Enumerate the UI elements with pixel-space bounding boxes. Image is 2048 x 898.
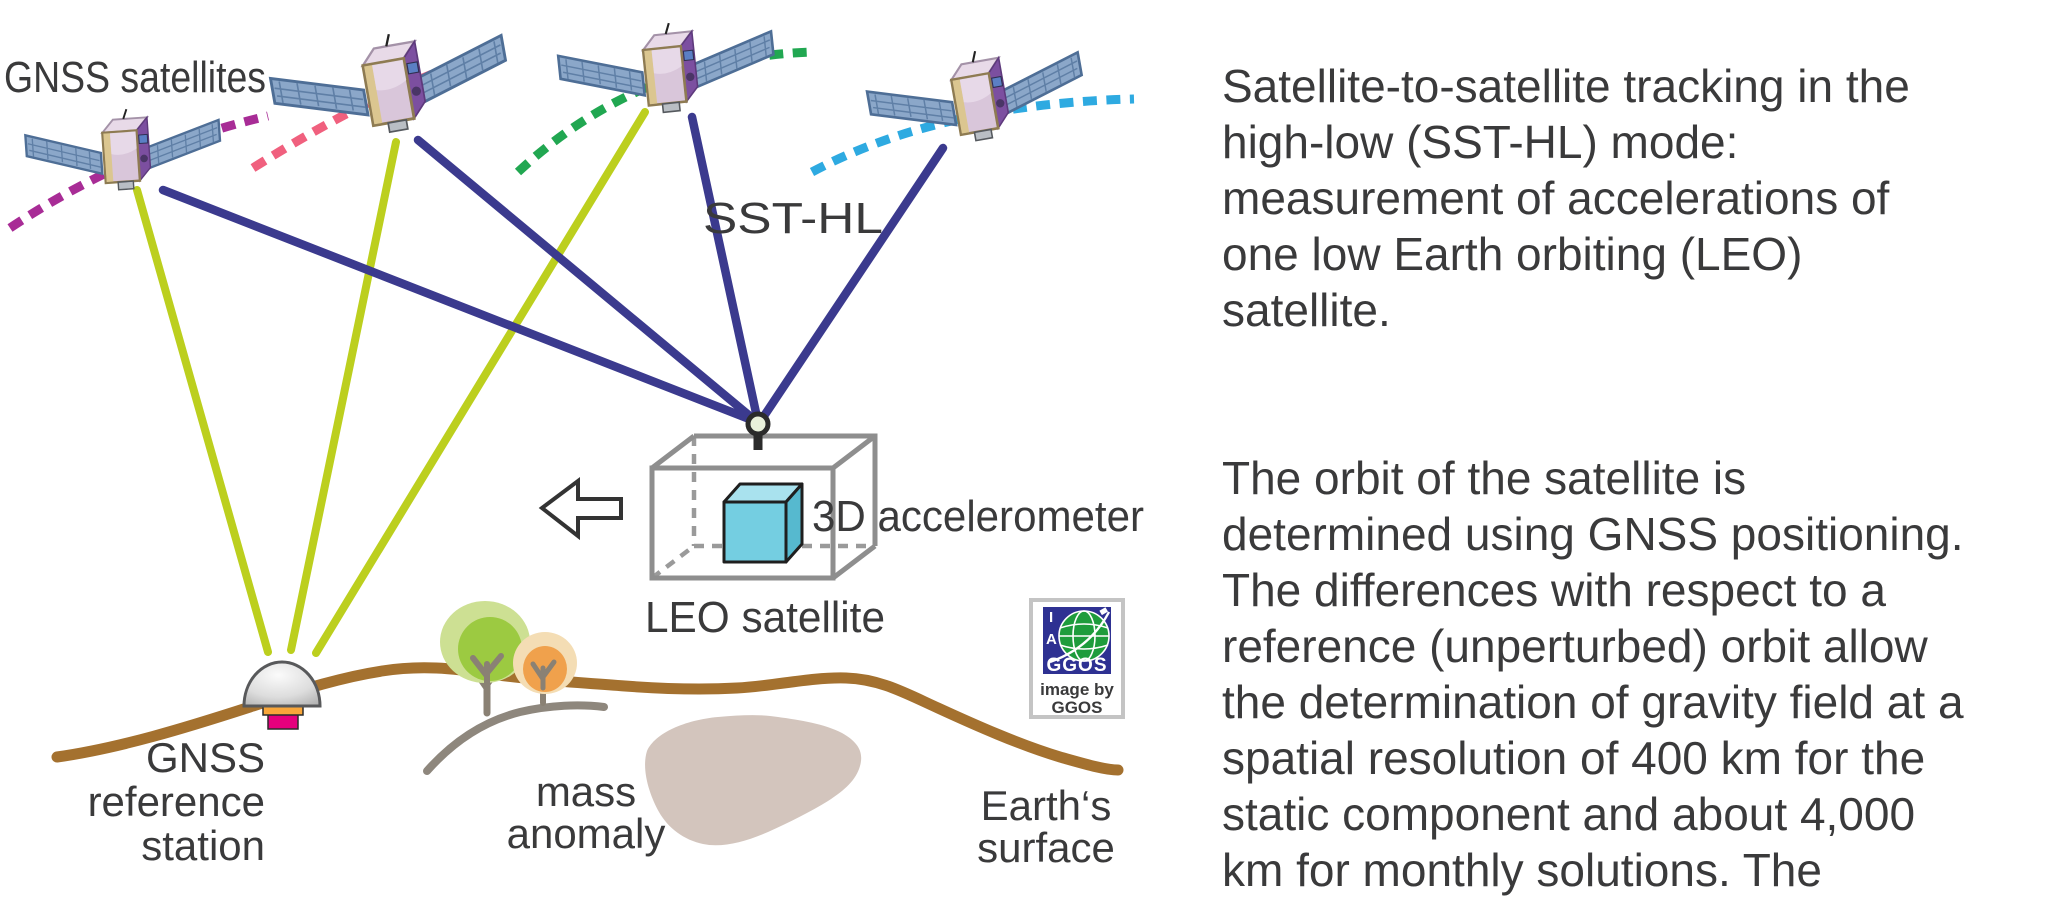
- accelerometer-cube: [722, 482, 804, 564]
- gnss-station-links: [133, 108, 649, 657]
- gnss-satellite-1: [22, 101, 225, 198]
- gnss-satellites-label: GNSS satellites: [4, 53, 266, 102]
- leo-gnss-antenna: [745, 411, 771, 437]
- leo-satellite-label: LEO satellite: [645, 593, 885, 642]
- station-radome: [242, 660, 322, 708]
- description-paragraph-1: Satellite-to-satellite tracking in the h…: [1222, 60, 1910, 336]
- description-panel: Satellite-to-satellite tracking in the h…: [1222, 2, 2038, 898]
- orbit-arc-satellite-2: [250, 51, 485, 172]
- sst-link-sat2-leo: [413, 135, 762, 427]
- logo-credit-line1: image by: [1040, 680, 1114, 699]
- logo-letter-a: A: [1046, 631, 1057, 648]
- sst-link-sat4-leo: [755, 143, 948, 427]
- sst-link-sat1-leo: [158, 185, 762, 427]
- tree-orange: [513, 632, 577, 706]
- mass-anomaly-label: mass anomaly: [507, 768, 666, 857]
- gnss-link-sat2-station: [287, 138, 400, 654]
- globe-grid: [1049, 610, 1111, 664]
- mass-label-line2: anomaly: [507, 810, 666, 857]
- leo-satellite-box: [649, 411, 878, 581]
- globe-satellite-dot: [1099, 607, 1108, 616]
- orbit-arc-satellite-4: [809, 94, 1135, 176]
- accelerometer-label: 3D accelerometer: [812, 492, 1144, 541]
- station-label: GNSS reference station: [88, 734, 265, 869]
- gnss-antenna-stem: [753, 432, 763, 450]
- gnss-link-sat1-station: [133, 186, 272, 656]
- logo-credit-line2: GGOS: [1051, 698, 1102, 717]
- gnss-satellite-3: [554, 11, 780, 125]
- mass-anomaly-blob: [645, 715, 862, 846]
- station-label-line1: GNSS: [146, 734, 265, 781]
- sst-hl-label: SST-HL: [703, 194, 883, 243]
- station-label-line3: station: [141, 822, 265, 869]
- mass-label-line1: mass: [536, 768, 636, 815]
- station-label-line2: reference: [88, 778, 265, 825]
- sst-hl-links: [158, 112, 948, 427]
- gnss-satellite-4: [862, 32, 1091, 160]
- hill-line: [423, 701, 608, 775]
- gnss-satellite-2: [265, 13, 516, 153]
- ggos-logo: I A GGOS image by GGOS: [1029, 598, 1125, 719]
- description-paragraph-2: The orbit of the satellite is determined…: [1222, 452, 1964, 896]
- earth-label-line1: Earth‘s: [981, 782, 1112, 829]
- logo-ggos-text: GGOS: [1046, 655, 1107, 676]
- earth-label-line2: surface: [977, 824, 1115, 871]
- tree-green: [440, 601, 530, 717]
- gnss-link-sat3-station: [312, 108, 649, 657]
- earth-surface-label: Earth‘s surface: [977, 782, 1115, 871]
- left-arrow-icon: [538, 477, 623, 541]
- sst-link-sat3-leo: [687, 112, 763, 427]
- gnss-reference-station: [242, 660, 322, 730]
- station-base: [267, 713, 299, 730]
- logo-letter-i: I: [1049, 609, 1053, 626]
